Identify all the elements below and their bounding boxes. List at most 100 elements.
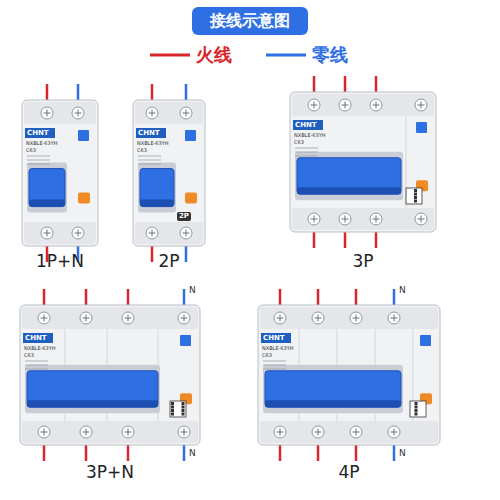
handle-edge — [140, 200, 174, 207]
print-line — [295, 148, 318, 149]
breaker-type: 4P — [338, 463, 359, 482]
screw-slot — [314, 102, 315, 109]
terminal-screw — [339, 99, 351, 111]
terminal-band — [260, 307, 438, 329]
model-number: NXBLE-63YH — [24, 345, 56, 352]
model-number: NXBLE-63YH — [137, 140, 169, 147]
screw-slot — [78, 230, 79, 237]
qr-dot — [171, 409, 174, 412]
terminal-band — [22, 307, 198, 329]
handle — [297, 158, 401, 194]
neutral-mark: N — [399, 448, 406, 459]
handle-edge — [297, 187, 401, 194]
screw-slot — [376, 216, 377, 223]
breaker — [20, 289, 200, 461]
terminal-screw — [41, 107, 53, 119]
qr-dot — [171, 406, 174, 409]
handle-recess — [25, 365, 160, 413]
terminal-screw — [350, 426, 362, 438]
screw-slot — [318, 315, 319, 322]
rating-text: C63 — [137, 147, 147, 154]
screw-slot — [152, 230, 153, 237]
brand-plate — [261, 333, 291, 343]
screw-slot — [184, 315, 185, 322]
screw-slot — [345, 102, 346, 109]
rating-text: C63 — [294, 139, 304, 146]
screw-slot — [280, 315, 281, 322]
terminal-screw — [72, 227, 84, 239]
screw-slot — [47, 110, 48, 117]
neutral-mark: N — [189, 448, 196, 459]
rating-text: C63 — [24, 352, 34, 359]
brand-plate — [136, 128, 166, 138]
qr-dot — [182, 409, 185, 412]
screw-slot — [47, 230, 48, 237]
breaker — [290, 76, 436, 248]
model-number: NXBLE-63YH — [294, 132, 326, 139]
screw-slot — [152, 110, 153, 117]
screw-slot — [421, 216, 422, 223]
qr-dot — [182, 413, 185, 416]
neutral-mark: N — [399, 285, 406, 296]
qr-code — [410, 401, 426, 417]
breaker-body — [258, 305, 440, 445]
print-line — [263, 361, 286, 362]
qr-dot — [415, 413, 418, 416]
handle-edge — [29, 200, 65, 207]
qr-dot — [182, 406, 185, 409]
terminal-screw — [370, 213, 382, 225]
breaker-body — [290, 92, 436, 232]
terminal-screw — [350, 312, 362, 324]
brand-logo: CHNT — [263, 334, 285, 343]
terminal-screw — [388, 426, 400, 438]
breaker — [258, 289, 440, 461]
terminal-screw — [122, 426, 134, 438]
legend-item: 火线 — [150, 44, 232, 66]
screw-slot — [345, 216, 346, 223]
terminal-band — [292, 208, 434, 230]
breaker-type: 3P+N — [86, 463, 134, 482]
handle — [265, 371, 401, 407]
terminal-band — [135, 222, 203, 244]
screw-slot — [186, 110, 187, 117]
terminal-band — [135, 102, 203, 124]
terminal-screw — [146, 107, 158, 119]
terminal-band — [22, 421, 198, 443]
qr-dot — [415, 402, 418, 405]
handle-recess — [295, 152, 403, 200]
screw-slot — [78, 110, 79, 117]
test-button — [185, 193, 197, 204]
neutral-mark: N — [189, 285, 196, 296]
handle-recess — [263, 365, 403, 413]
brand-logo: CHNT — [25, 334, 47, 343]
test-button — [78, 193, 90, 204]
screw-slot — [44, 315, 45, 322]
terminal-screw — [308, 99, 320, 111]
handle-edge — [27, 400, 158, 407]
terminal-screw — [80, 312, 92, 324]
screw-slot — [184, 429, 185, 436]
print-line — [138, 160, 161, 161]
breaker-body — [133, 100, 205, 246]
handle — [140, 169, 174, 207]
terminal-screw — [415, 99, 427, 111]
print-line — [25, 369, 48, 370]
print-line — [27, 156, 50, 157]
screw-slot — [280, 429, 281, 436]
breaker-type: 1P+N — [36, 252, 84, 271]
print-line — [263, 365, 286, 366]
terminal-band — [24, 222, 96, 244]
breaker-body — [20, 305, 200, 445]
terminal-screw — [178, 426, 190, 438]
qr-dot — [414, 193, 417, 196]
qr-dot — [171, 413, 174, 416]
breaker-type: 2P — [158, 252, 179, 271]
model-number: NXBLE-63YH — [262, 345, 294, 352]
terminal-screw — [38, 426, 50, 438]
print-line — [295, 152, 318, 153]
brand-plate — [25, 128, 55, 138]
handle — [27, 371, 158, 407]
terminal-screw — [339, 213, 351, 225]
